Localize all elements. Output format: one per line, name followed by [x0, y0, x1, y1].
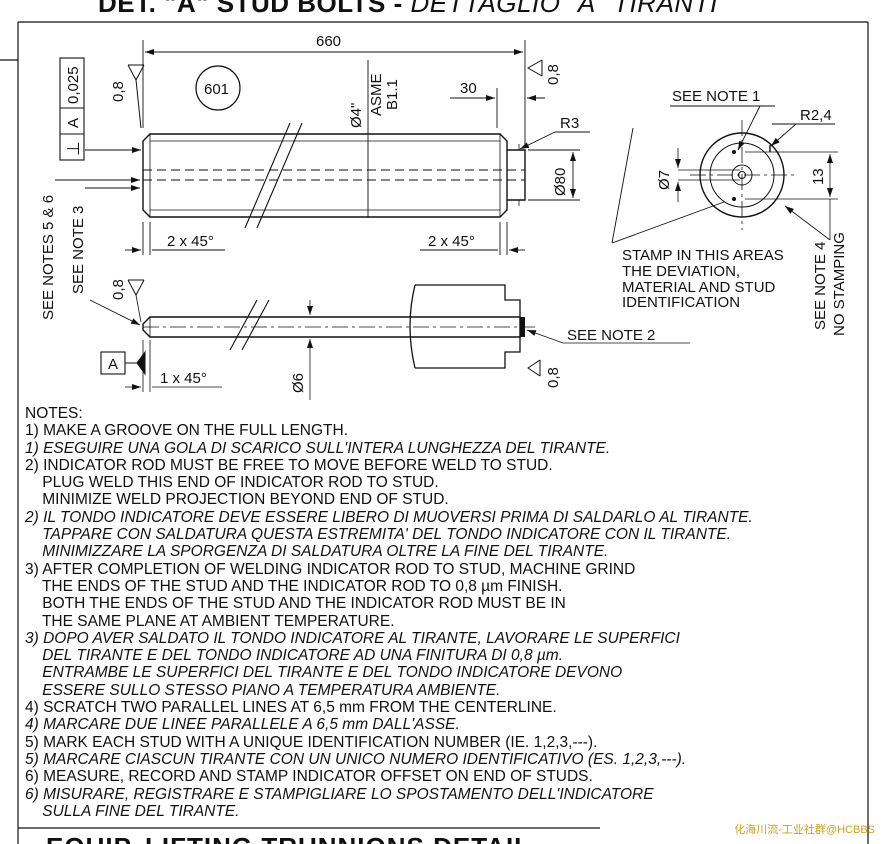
r3-label: R3: [560, 115, 579, 132]
asme-label: ASME: [368, 73, 385, 116]
note-line: MINIMIZZARE LA SPORGENZA DI SALDATURA OL…: [25, 543, 609, 561]
datum-a-label: A: [108, 356, 118, 373]
note-line: 5) MARCARE CIASCUN TIRANTE CON UN UNICO …: [25, 750, 687, 768]
roughness-symbol-right-top: [526, 59, 543, 77]
stamp-line-3: MATERIAL AND STUD: [622, 279, 776, 296]
roughness-left-top: 0,8: [110, 81, 127, 102]
note-line: 3) DOPO AVER SALDATO IL TONDO INDICATORE…: [25, 629, 680, 647]
note-line: 1) ESEGUIRE UNA GOLA DI SCARICO SULL'INT…: [25, 439, 611, 457]
indicator-rod-view: [89, 284, 690, 400]
note-line: 4) MARCARE DUE LINEE PARALLELE A 6,5 mm …: [25, 716, 460, 734]
roughness-right-bottom: 0,8: [545, 367, 562, 388]
note-line: 6) MEASURE, RECORD AND STAMP INDICATOR O…: [25, 768, 593, 786]
note-line: 2) INDICATOR ROD MUST BE FREE TO MOVE BE…: [25, 456, 553, 474]
roughness-symbol-left-top: [127, 64, 145, 129]
sheet-frame: [0, 21, 869, 844]
notes-block: NOTES:1) MAKE A GROOVE ON THE FULL LENGT…: [25, 405, 753, 820]
tol-value: 0,025: [65, 66, 82, 104]
note-line: BOTH THE ENDS OF THE STUD AND THE INDICA…: [25, 595, 566, 613]
tol-datum: A: [65, 118, 82, 128]
dim-7: Ø7: [656, 170, 673, 190]
tolerance-frame: [59, 57, 85, 161]
chamfer-left: 2 x 45°: [167, 233, 214, 250]
note-line: THE ENDS OF THE STUD AND THE INDICATOR R…: [25, 577, 563, 595]
stamp-line-4: IDENTIFICATION: [622, 294, 740, 311]
chamfer-1x45: 1 x 45°: [160, 370, 207, 387]
see-note-3: SEE NOTE 3: [70, 206, 87, 294]
watermark: 化海川流-工业社群@HCBBS: [734, 824, 875, 836]
b11-label: B1.1: [384, 79, 401, 110]
roughness-left-mid: 0,8: [110, 279, 127, 300]
note-line: 3) AFTER COMPLETION OF WELDING INDICATOR…: [25, 560, 636, 578]
note-line: 6) MISURARE, REGISTRARE E STAMPIGLIARE L…: [25, 785, 654, 803]
title-main: DET. "A" STUD BOLTS -: [98, 0, 411, 18]
title-italic: DETTAGLIO "A" TIRANTI: [410, 0, 718, 18]
sheet-title: DET. "A" STUD BOLTS - DETTAGLIO "A" TIRA…: [98, 0, 718, 19]
note-line: DEL TIRANTE E DEL TONDO INDICATORE AD UN…: [25, 647, 564, 665]
diameter-4in: Ø4": [348, 103, 365, 128]
top-dimensions: [55, 40, 590, 255]
note-line: 2) IL TONDO INDICATORE DEVE ESSERE LIBER…: [25, 508, 753, 526]
see-note-2: SEE NOTE 2: [567, 327, 655, 344]
note-line: 5) MARK EACH STUD WITH A UNIQUE IDENTIFI…: [25, 733, 598, 751]
dim-30: 30: [460, 80, 477, 97]
roughness-symbol-left-mid: [127, 279, 145, 297]
no-stamping: NO STAMPING: [831, 232, 848, 336]
see-note-1: SEE NOTE 1: [672, 88, 760, 105]
dim-660: 660: [316, 33, 341, 50]
note-line: PLUG WELD THIS END OF INDICATOR ROD TO S…: [25, 474, 439, 492]
note-line: 1) MAKE A GROOVE ON THE FULL LENGTH.: [25, 422, 348, 440]
dim-13: 13: [810, 168, 827, 185]
roughness-symbol-right-bottom: [527, 359, 541, 377]
chamfer-right: 2 x 45°: [428, 233, 475, 250]
bottom-title: EQUIP. LIFTING TRUNNIONS DETAIL: [46, 832, 531, 844]
r24-label: R2,4: [800, 107, 832, 124]
note-line: TAPPARE CON SALDATURA QUESTA ESTREMITA' …: [25, 526, 732, 544]
dim-6: Ø6: [290, 373, 307, 393]
note-line: THE SAME PLANE AT AMBIENT TEMPERATURE.: [25, 612, 395, 630]
see-note-4: SEE NOTE 4: [812, 242, 829, 330]
roughness-right-top: 0,8: [545, 64, 562, 85]
stamp-line-1: STAMP IN THIS AREAS: [622, 247, 784, 264]
stamp-line-2: THE DEVIATION,: [622, 263, 740, 280]
item-balloon: [195, 65, 241, 111]
note-line: NOTES:: [25, 405, 83, 422]
note-line: ENTRAMBE LE SUPERFICI DEL TIRANTE E DEL …: [25, 664, 623, 682]
stud-end-view: [611, 105, 838, 244]
item-number: 601: [204, 81, 229, 98]
note-line: MINIMIZE WELD PROJECTION BEYOND END OF S…: [25, 491, 449, 509]
perp-symbol: ⊥: [64, 141, 83, 156]
see-notes-5-6: SEE NOTES 5 & 6: [40, 195, 57, 320]
stud-side-view: [142, 60, 526, 229]
note-line: SULLA FINE DEL TIRANTE.: [25, 802, 240, 820]
note-line: 4) SCRATCH TWO PARALLEL LINES AT 6,5 mm …: [25, 699, 557, 717]
dim-80: Ø80: [552, 168, 569, 196]
note-line: ESSERE SULLO STESSO PIANO A TEMPERATURA …: [25, 681, 501, 699]
